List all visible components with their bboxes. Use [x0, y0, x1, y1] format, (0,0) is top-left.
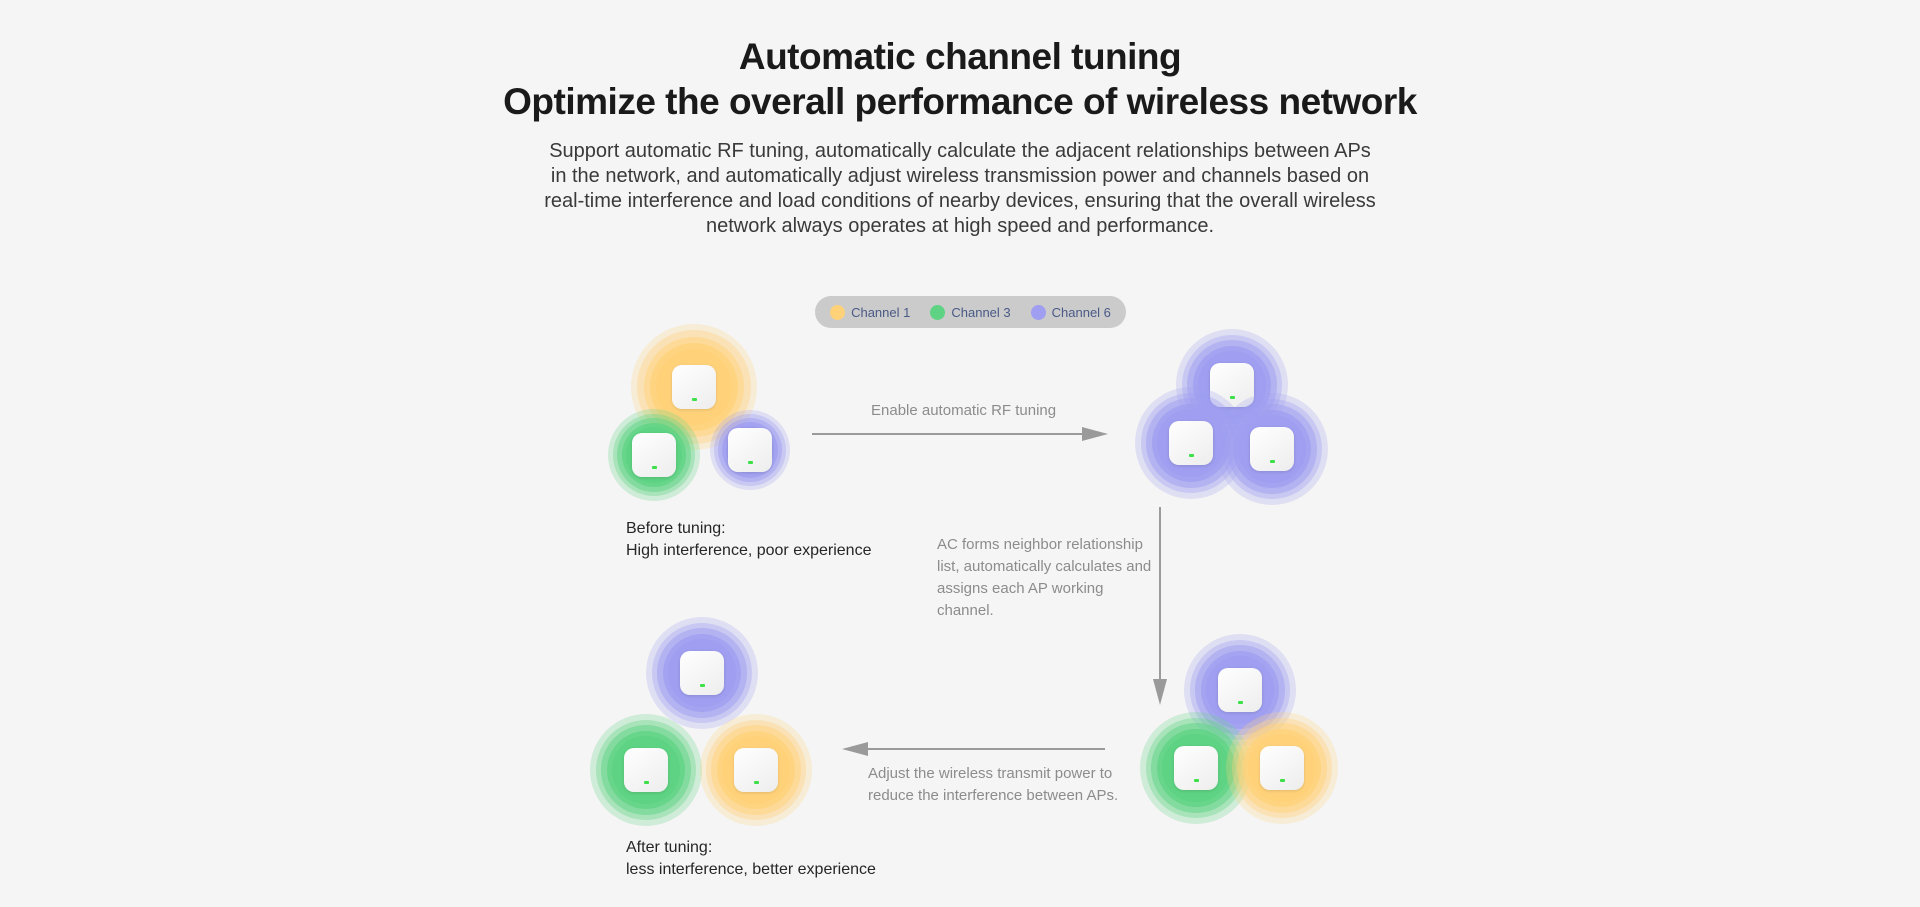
access-point-channel-1 [631, 324, 757, 450]
status-led-icon [1230, 396, 1235, 399]
access-point-channel-3 [608, 409, 700, 501]
arrow-left-icon [842, 742, 1105, 756]
access-point-icon [1174, 746, 1218, 790]
access-point-channel-6 [1216, 393, 1328, 505]
access-point-icon [1250, 427, 1294, 471]
access-point-channel-3 [1140, 712, 1252, 824]
arrow-right-icon [812, 427, 1108, 441]
status-led-icon [1238, 701, 1243, 704]
channel-6-dot-icon [1030, 304, 1046, 320]
arrow3-label: Adjust the wireless transmit power to re… [868, 765, 1119, 804]
after-caption-title: After tuning: [626, 839, 713, 856]
legend-label: Channel 6 [1051, 304, 1111, 320]
access-point-channel-1 [700, 714, 812, 826]
access-point-channel-3 [590, 714, 702, 826]
access-point-icon [1260, 746, 1304, 790]
legend-item-channel-3: Channel 3 [930, 304, 1011, 320]
after-caption-detail: less interference, better experience [626, 861, 876, 878]
access-point-channel-6 [1176, 329, 1288, 441]
access-point-icon [680, 651, 724, 695]
access-point-channel-6 [646, 617, 758, 729]
access-point-icon [1169, 421, 1213, 465]
legend-item-channel-6: Channel 6 [1030, 304, 1111, 320]
status-led-icon [692, 398, 697, 401]
access-point-icon [672, 365, 716, 409]
status-led-icon [1189, 454, 1194, 457]
legend-label: Channel 3 [951, 304, 1011, 320]
status-led-icon [652, 466, 657, 469]
status-led-icon [1280, 779, 1285, 782]
page-title: Automatic channel tuning [738, 36, 1182, 77]
arrow1-label: Enable automatic RF tuning [871, 402, 1057, 419]
status-led-icon [1194, 779, 1199, 782]
before-caption-title: Before tuning: [626, 520, 726, 537]
legend-label: Channel 1 [851, 304, 911, 320]
status-led-icon [754, 781, 759, 784]
arrow2-label: AC forms neighbor relationship list, aut… [937, 536, 1152, 619]
access-point-channel-1 [1226, 712, 1338, 824]
channel-1-dot-icon [830, 304, 846, 320]
status-led-icon [644, 781, 649, 784]
before-caption-detail: High interference, poor experience [626, 542, 872, 559]
arrow-down-icon [1153, 507, 1167, 705]
page-subtitle: Optimize the overall performance of wire… [503, 81, 1417, 122]
status-led-icon [1270, 460, 1275, 463]
status-led-icon [700, 684, 705, 687]
legend-item-channel-1: Channel 1 [830, 304, 911, 320]
before-caption: Before tuning: High interference, poor e… [626, 518, 871, 562]
access-point-icon [734, 748, 778, 792]
channel-3-dot-icon [930, 304, 946, 320]
access-point-icon [1210, 363, 1254, 407]
access-point-icon [1218, 668, 1262, 712]
access-point-icon [632, 433, 676, 477]
access-point-channel-6 [1135, 387, 1247, 499]
access-point-channel-6 [710, 410, 790, 490]
channel-legend: Channel 1 Channel 3 Channel 6 [815, 296, 1126, 328]
status-led-icon [748, 461, 753, 464]
after-caption: After tuning: less interference, better … [626, 837, 876, 881]
description: Support automatic RF tuning, automatical… [544, 140, 1376, 237]
access-point-icon [624, 748, 668, 792]
access-point-icon [728, 428, 772, 472]
